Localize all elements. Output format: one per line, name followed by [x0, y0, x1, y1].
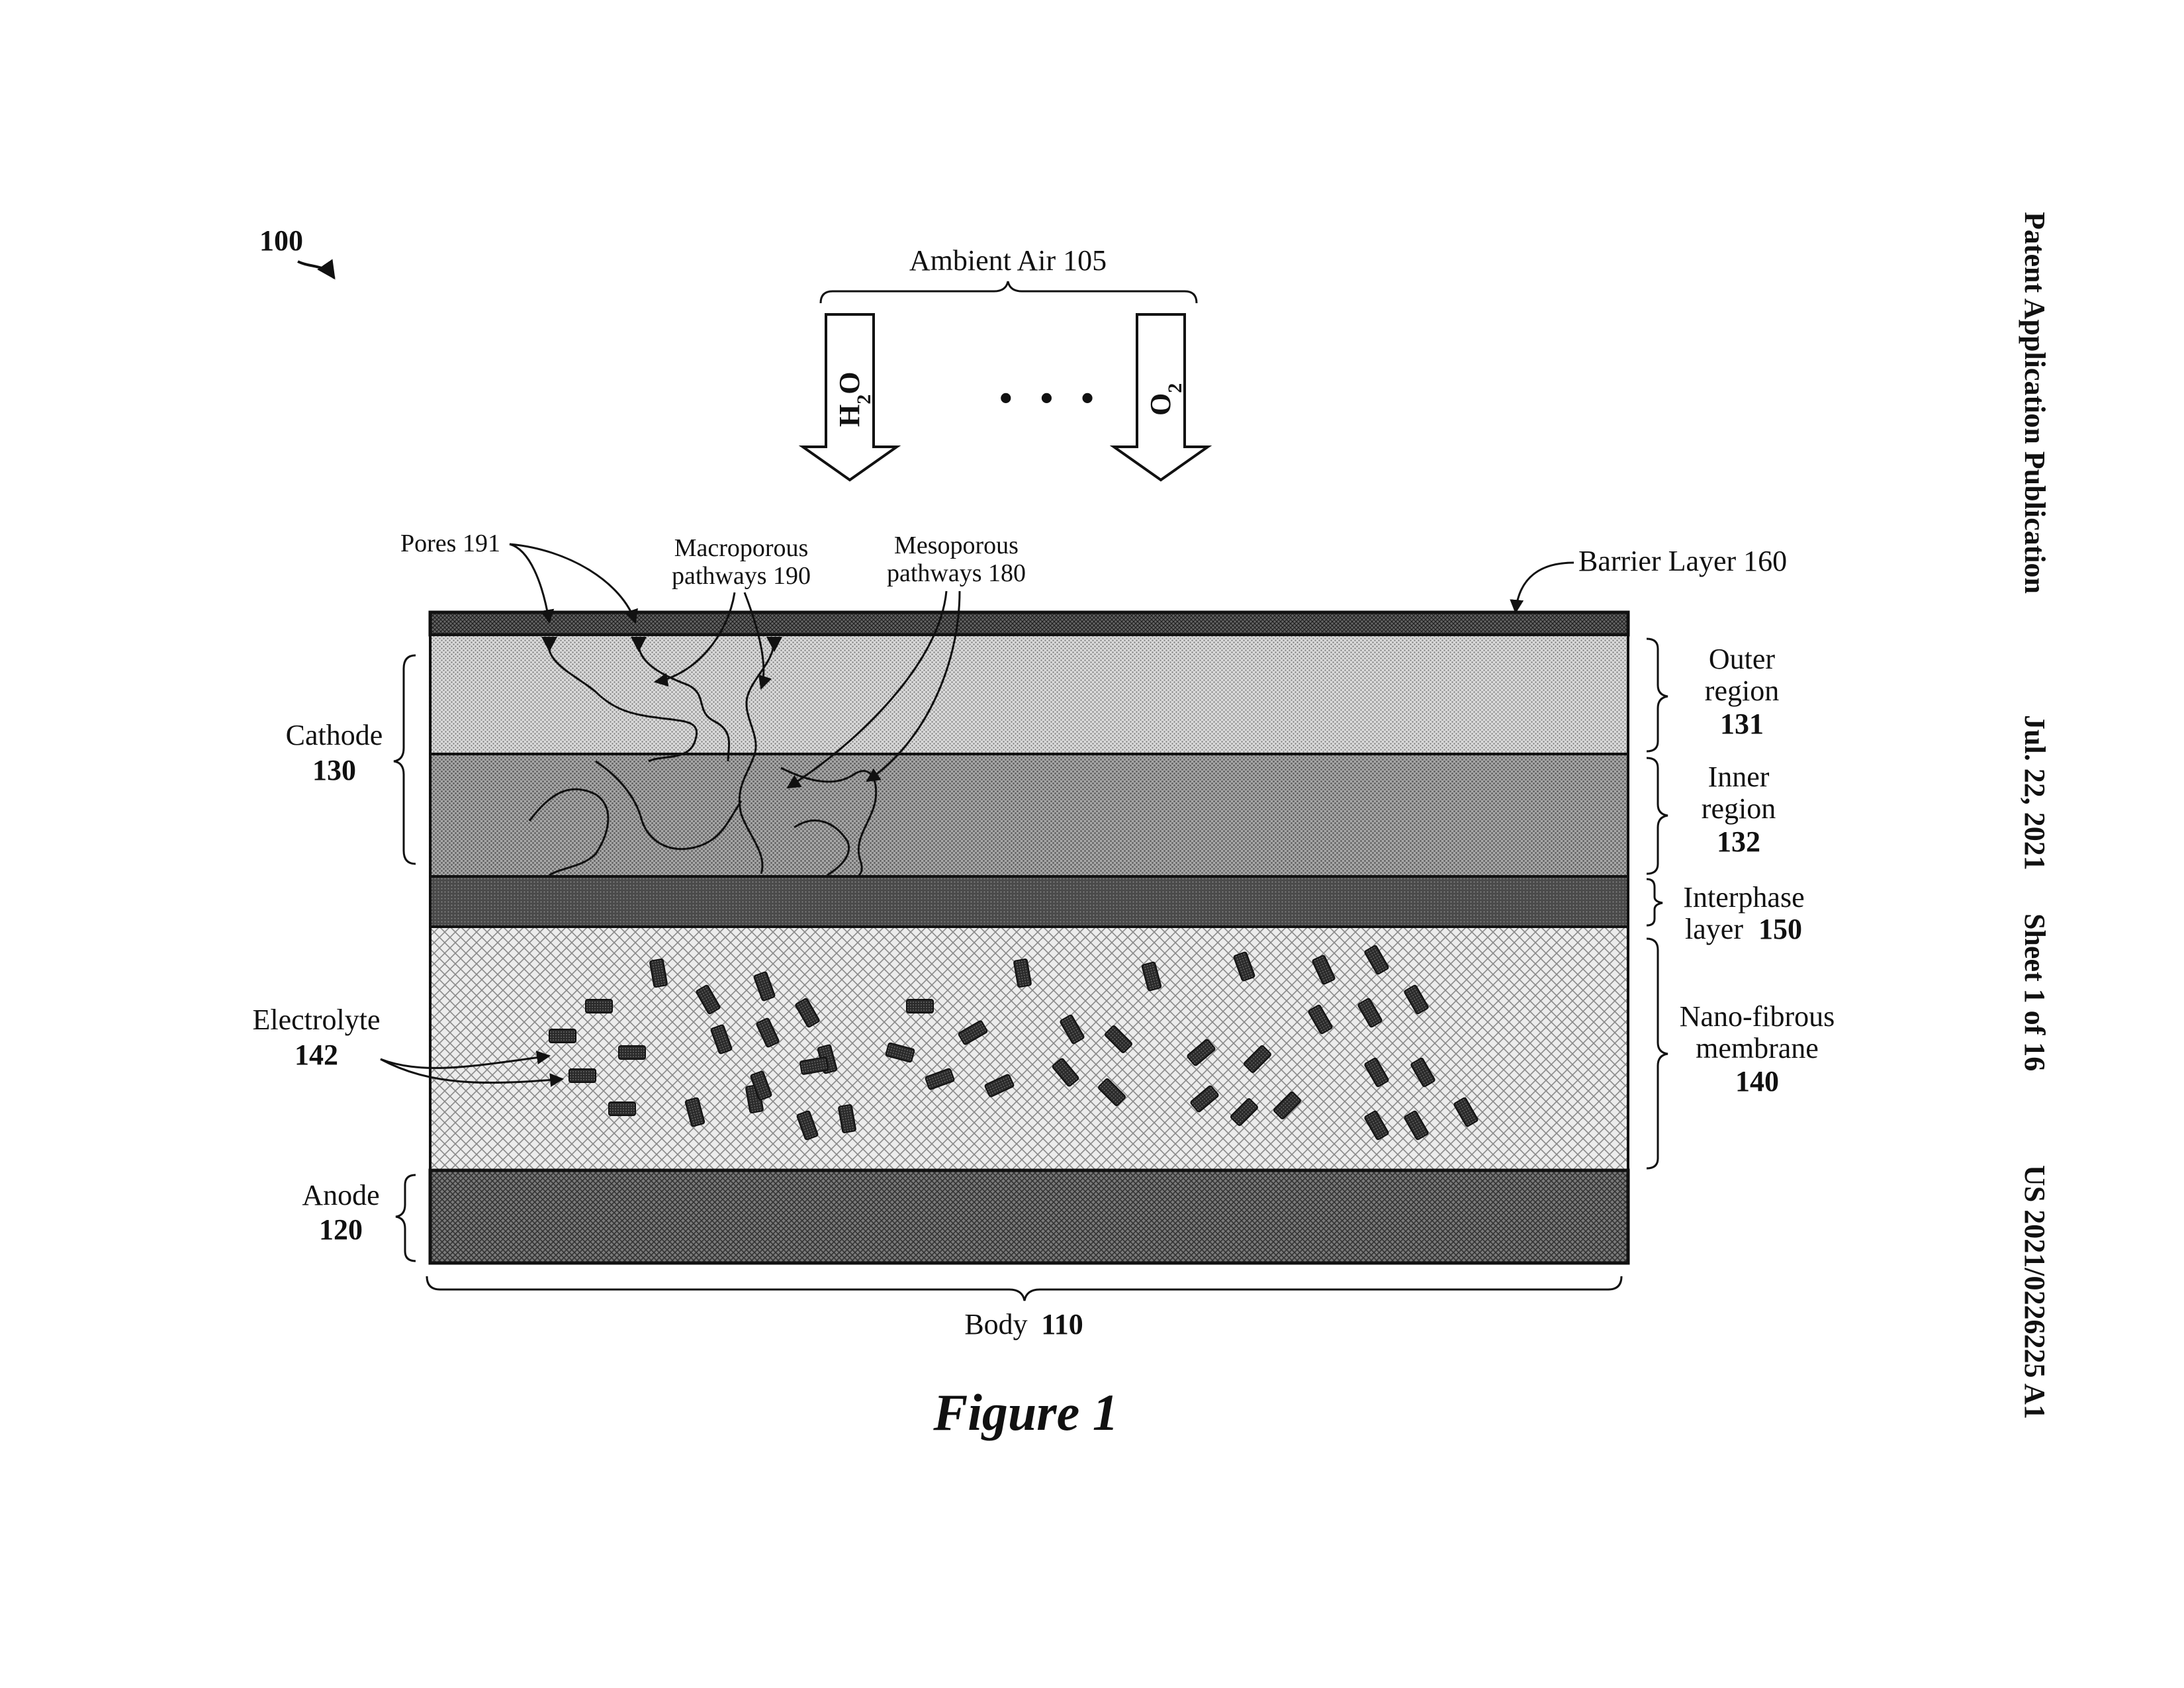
publication-date: Jul. 22, 2021	[2019, 715, 2051, 870]
inner-region-label-line1: Inner	[1708, 761, 1770, 793]
figure-caption: Figure 1	[933, 1383, 1118, 1441]
cathode-brace	[394, 655, 416, 864]
interphase-number: 150	[1758, 913, 1802, 945]
publication-number: US 2021/0226225 A1	[2019, 1165, 2051, 1419]
inner-region-label-line2: region	[1702, 792, 1776, 825]
cathode-label: Cathode	[286, 719, 383, 751]
ambient-air-brace	[821, 281, 1197, 303]
barrier-leader	[1516, 563, 1574, 612]
body-layer-stack	[430, 612, 1628, 1263]
ambient-air-label: Ambient Air 105	[909, 244, 1107, 277]
macroporous-label-line1: Macroporous	[674, 534, 809, 562]
outer-region-brace	[1647, 639, 1668, 751]
barrier-layer	[430, 612, 1628, 635]
anode-brace	[396, 1175, 416, 1261]
interphase-label-line1: Interphase	[1683, 881, 1804, 914]
macroporous-label-line2: pathways 190	[672, 562, 811, 590]
sheet-number: Sheet 1 of 16	[2019, 914, 2051, 1071]
h2o-arrow: H2O	[803, 314, 897, 480]
membrane-label-line1: Nano-fibrous	[1680, 1000, 1835, 1033]
cathode-outer-region	[430, 635, 1628, 754]
inner-region-brace	[1647, 758, 1668, 874]
body-label: Body	[964, 1308, 1027, 1340]
inner-region-number: 132	[1717, 825, 1760, 858]
membrane-label-line2: membrane	[1696, 1032, 1819, 1064]
outer-region-number: 131	[1720, 708, 1764, 740]
anode-layer	[430, 1170, 1628, 1263]
electrolyte-particle	[586, 1000, 612, 1013]
electrolyte-particle	[619, 1046, 645, 1059]
outer-region-label-line1: Outer	[1709, 643, 1776, 675]
figure-ref-number: 100	[259, 224, 303, 257]
mesoporous-label-line1: Mesoporous	[894, 532, 1019, 559]
ambient-ellipsis: • • •	[999, 378, 1103, 419]
electrolyte-particle	[907, 1000, 933, 1013]
electrolyte-particle	[549, 1029, 576, 1043]
interphase-brace	[1647, 879, 1662, 925]
pores-label: Pores 191	[400, 530, 500, 557]
nano-fibrous-membrane	[430, 927, 1628, 1170]
body-number: 110	[1041, 1308, 1083, 1340]
anode-label: Anode	[302, 1179, 379, 1211]
anode-number: 120	[319, 1213, 363, 1246]
cathode-number: 130	[312, 754, 356, 786]
publication-title: Patent Application Publication	[2019, 212, 2051, 594]
interphase-label-line2: layer	[1685, 913, 1743, 945]
membrane-brace	[1647, 939, 1668, 1168]
electrolyte-particle	[569, 1069, 596, 1082]
electrolyte-label: Electrolyte	[252, 1004, 380, 1036]
outer-region-label-line2: region	[1705, 675, 1779, 707]
electrolyte-particle	[609, 1102, 635, 1115]
mesoporous-label-line2: pathways 180	[887, 559, 1026, 587]
o2-arrow: O2	[1114, 314, 1208, 480]
patent-header: Patent Application Publication Jul. 22, …	[2019, 212, 2051, 1419]
interphase-layer	[430, 876, 1628, 927]
barrier-layer-label: Barrier Layer 160	[1578, 545, 1787, 577]
figure-ref-arrow	[298, 261, 334, 278]
pores-leader	[510, 544, 635, 622]
electrolyte-number: 142	[295, 1039, 338, 1071]
pores-leader	[510, 544, 549, 622]
body-brace	[427, 1276, 1621, 1301]
membrane-number: 140	[1735, 1065, 1779, 1098]
